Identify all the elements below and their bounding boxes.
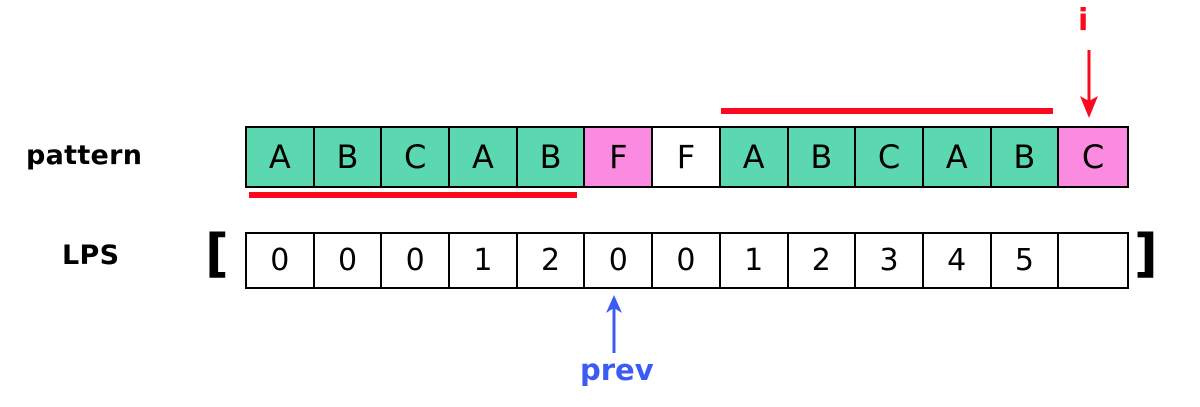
lps-cell[interactable]: 1 (720, 234, 789, 287)
pattern-cell[interactable]: F (585, 128, 654, 186)
pattern-cell[interactable]: B (517, 128, 586, 186)
pattern-cell[interactable]: C (856, 128, 924, 186)
lps-cell[interactable]: 2 (788, 234, 857, 287)
pattern-cell[interactable]: B (314, 128, 383, 186)
lps-cell[interactable]: 3 (856, 234, 924, 287)
pattern-row-label: pattern (26, 140, 143, 171)
lps-cell[interactable]: 1 (450, 234, 518, 287)
suffix-overline-marker (721, 108, 1053, 114)
i-pointer-label: i (1078, 3, 1089, 38)
lps-cell[interactable] (1059, 234, 1127, 287)
pattern-cell[interactable]: C (1059, 128, 1127, 186)
pattern-cell[interactable]: A (720, 128, 789, 186)
prefix-underline-marker (249, 192, 577, 198)
pattern-cell[interactable]: A (923, 128, 992, 186)
pattern-cell[interactable]: A (247, 128, 315, 186)
lps-cell[interactable]: 0 (653, 234, 721, 287)
lps-cell[interactable]: 0 (247, 234, 315, 287)
lps-cell[interactable]: 0 (314, 234, 383, 287)
pattern-cell[interactable]: A (450, 128, 518, 186)
pattern-cell[interactable]: B (788, 128, 857, 186)
lps-cell[interactable]: 2 (517, 234, 586, 287)
prev-pointer-label: prev (580, 353, 654, 387)
pattern-cell[interactable]: B (991, 128, 1060, 186)
pattern-cell[interactable]: C (382, 128, 451, 186)
lps-close-bracket: ] (1134, 224, 1158, 284)
lps-cell[interactable]: 4 (923, 234, 992, 287)
lps-open-bracket: [ (205, 224, 229, 284)
lps-cell[interactable]: 0 (585, 234, 654, 287)
lps-cell[interactable]: 0 (382, 234, 451, 287)
i-pointer-arrow-down-icon (1080, 50, 1098, 118)
prev-pointer-arrow-up-icon (606, 295, 622, 353)
lps-row-label: LPS (62, 240, 120, 271)
lps-cell[interactable]: 5 (991, 234, 1060, 287)
pattern-cell[interactable]: F (653, 128, 721, 186)
